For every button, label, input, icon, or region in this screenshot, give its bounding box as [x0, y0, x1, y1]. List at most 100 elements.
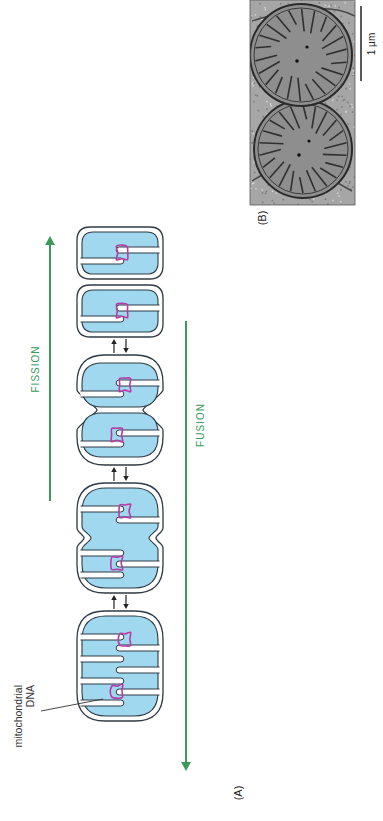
micrograph-crista [324, 143, 346, 149]
leader-line [41, 699, 103, 711]
micrograph-crista [255, 55, 277, 61]
micrograph-crista [322, 25, 336, 41]
texture [347, 123, 349, 125]
texture [338, 7, 340, 9]
texture [345, 88, 347, 90]
texture [340, 15, 342, 17]
reversible-arrow [125, 467, 126, 476]
micrograph-crista [322, 36, 343, 48]
granule [307, 139, 310, 142]
texture [258, 110, 260, 112]
micrograph [250, 0, 355, 205]
mitochondrion [77, 483, 163, 593]
crista [116, 667, 159, 673]
crista [81, 572, 124, 578]
texture [251, 83, 253, 85]
micrograph-crista [291, 107, 300, 129]
mitochondrial-dna [111, 556, 123, 570]
texture [253, 101, 255, 103]
texture [340, 201, 342, 203]
texture [252, 85, 254, 87]
label-text: FUSION [195, 403, 206, 447]
reversible-arrow-head [123, 476, 129, 481]
texture [349, 181, 351, 183]
micrograph-crista [311, 11, 315, 33]
texture [340, 189, 342, 191]
texture [332, 200, 334, 202]
micrograph-crista [276, 77, 283, 93]
micrograph-crista [326, 49, 347, 55]
reversible-arrow [113, 600, 114, 609]
mitochondrial-dna [118, 632, 130, 646]
micrograph-mitochondrion [250, 4, 352, 106]
texture [318, 2, 320, 4]
micrograph-mitochondrion [254, 100, 352, 198]
reversible-arrow-head [111, 595, 117, 600]
fusion-arrow [185, 321, 187, 762]
texture [341, 96, 343, 98]
texture [257, 95, 259, 97]
micrograph-crista [316, 72, 336, 86]
texture [336, 99, 338, 101]
texture [262, 192, 264, 194]
texture [352, 186, 354, 188]
texture [332, 99, 334, 101]
crista [81, 656, 124, 662]
texture [252, 81, 254, 83]
texture [352, 70, 354, 72]
texture [351, 106, 353, 108]
outer-membrane [77, 227, 163, 279]
micrograph-crista [277, 16, 291, 32]
texture [334, 10, 336, 12]
micrograph-crista [259, 61, 280, 73]
micrograph-inner-membrane [258, 104, 348, 194]
crista [81, 316, 124, 322]
label-text: (B) [256, 211, 268, 226]
texture [254, 172, 256, 174]
annotation: mitochondrial DNA [12, 685, 36, 767]
texture [337, 192, 339, 194]
label-text: FISSION [30, 345, 41, 392]
micrograph-crista [321, 68, 342, 75]
texture [345, 110, 347, 112]
crista [81, 506, 124, 512]
mitochondrial-dna [116, 303, 128, 318]
crista [116, 380, 159, 386]
micrograph-crista [307, 170, 316, 191]
reversible-arrow-head [123, 348, 129, 353]
texture [347, 185, 349, 187]
texture [251, 142, 253, 144]
micrograph-crista [312, 167, 327, 186]
texture [266, 101, 268, 103]
texture [272, 200, 274, 202]
fusion-arrow-head [181, 762, 191, 771]
texture [311, 201, 313, 203]
mitochondrial-dna [119, 378, 131, 392]
mitochondrial-dna [110, 684, 123, 698]
micrograph-crista [320, 168, 336, 178]
texture [264, 7, 266, 9]
micrograph-crista [298, 78, 300, 101]
texture [252, 183, 254, 185]
outer-membrane [77, 355, 163, 465]
reversible-arrow [113, 472, 114, 481]
texture [325, 198, 327, 200]
texture [266, 190, 268, 192]
micrograph-crista [266, 70, 279, 85]
micrograph-crista [263, 158, 275, 167]
texture [255, 14, 257, 16]
crista [81, 634, 124, 640]
mitochondrion [77, 611, 163, 721]
micrograph-crista [305, 84, 313, 100]
label-text: 1 µm [366, 33, 377, 55]
micrograph-crista [300, 177, 303, 193]
micrograph-crista [323, 154, 347, 157]
micrograph-crista [312, 107, 316, 129]
micrograph-crista [267, 24, 287, 38]
scale-label: 1 µm [366, 33, 378, 55]
micrograph-crista [279, 112, 294, 130]
texture [352, 111, 354, 113]
micrograph-crista [312, 79, 325, 94]
